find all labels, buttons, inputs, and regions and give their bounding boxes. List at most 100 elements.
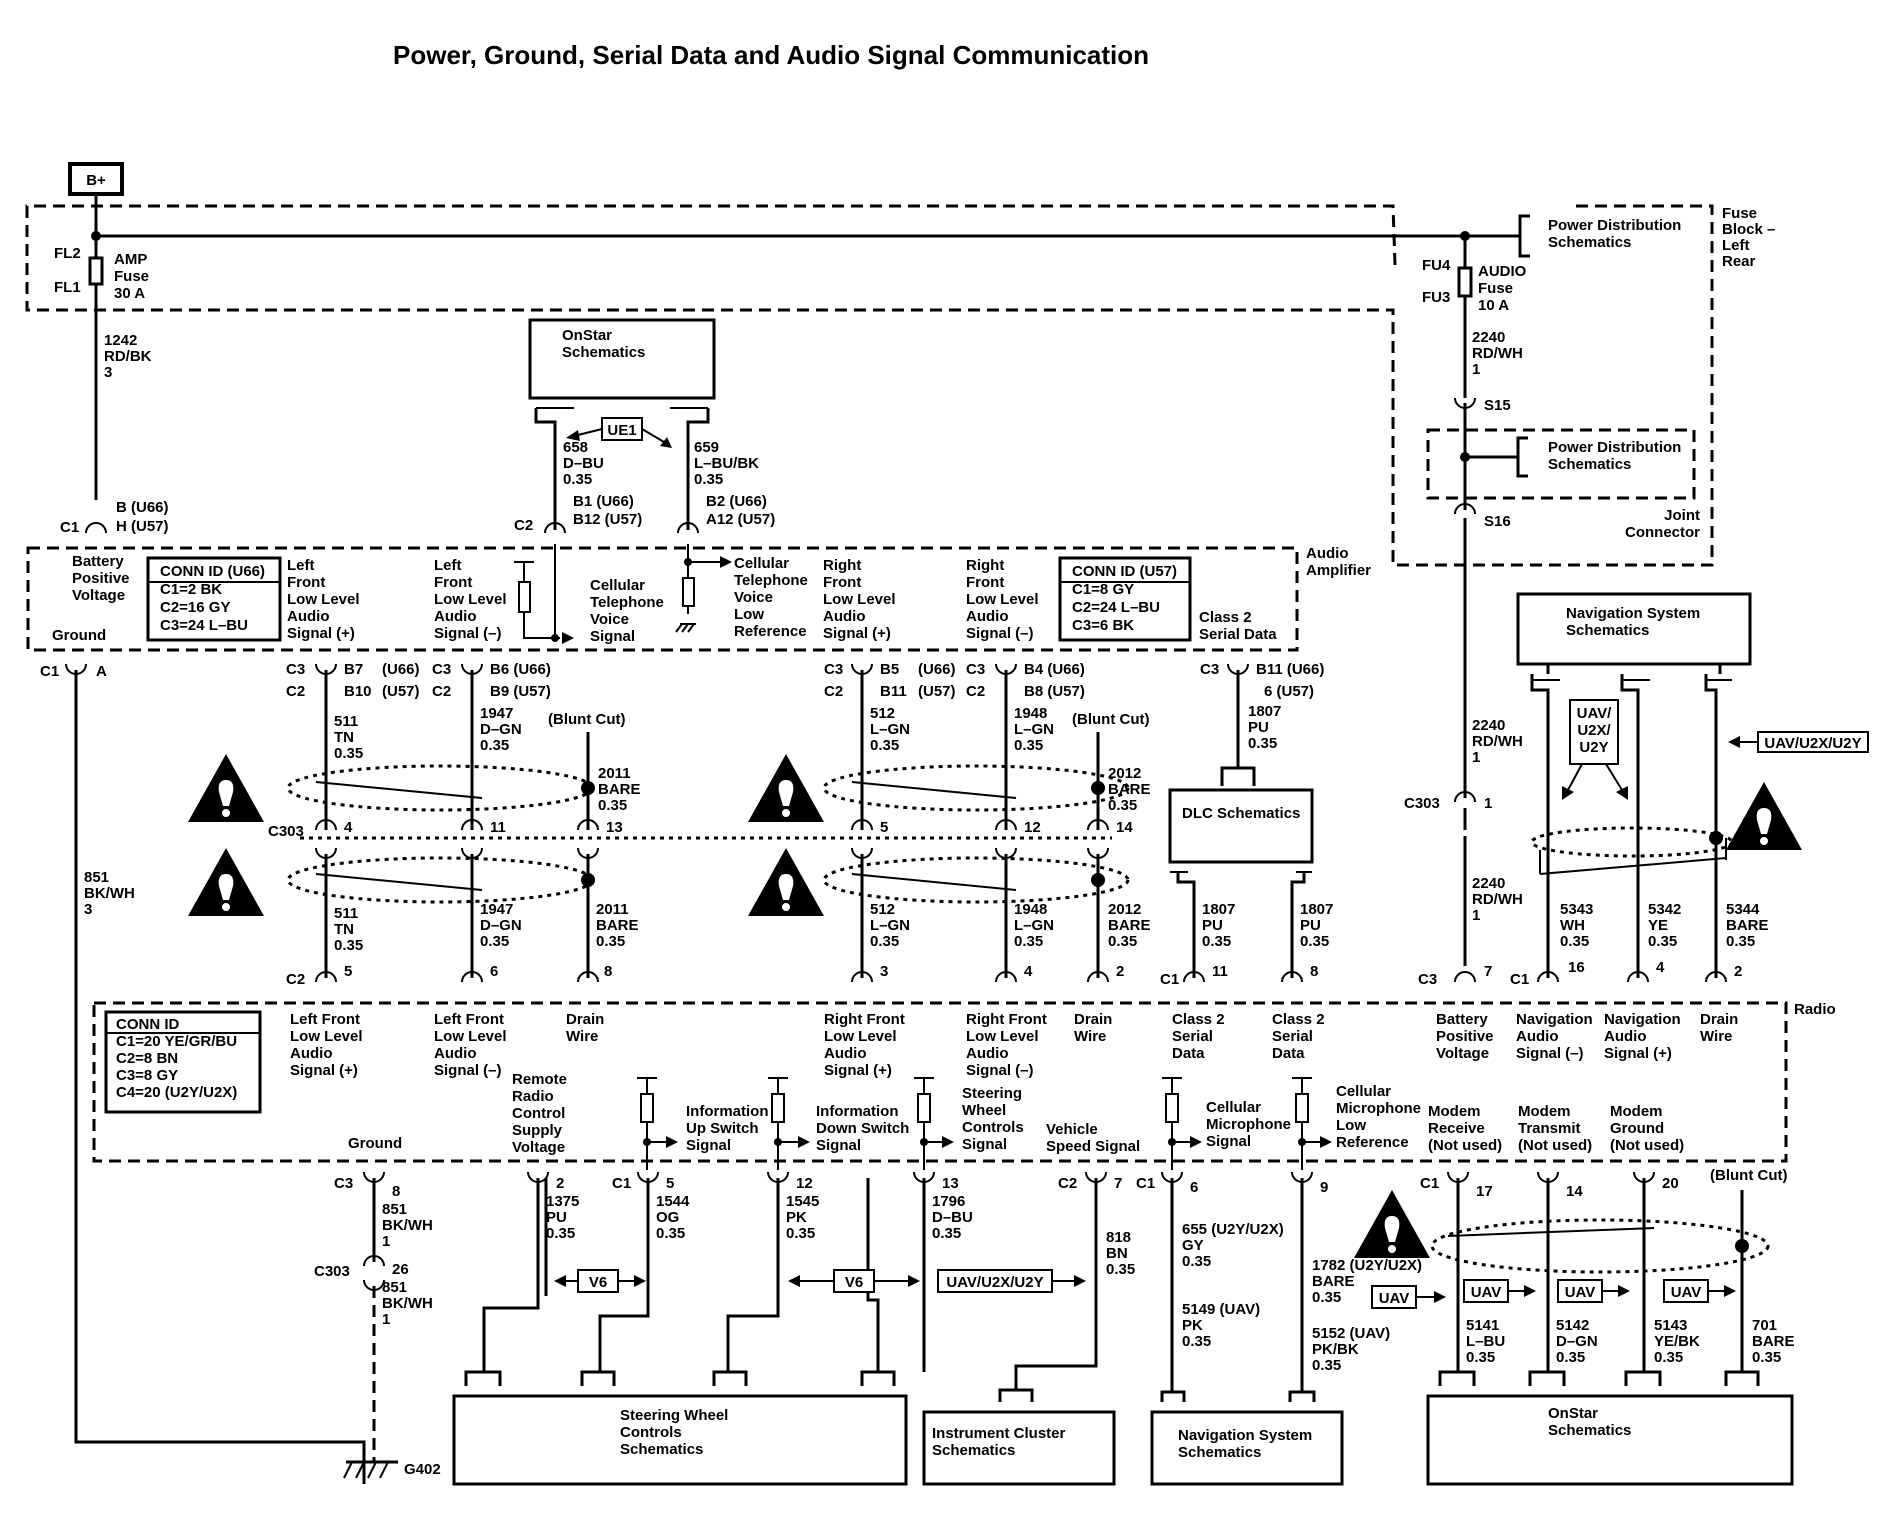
text-line: 0.35	[1556, 1349, 1585, 1366]
text-line: Cellular	[1206, 1099, 1261, 1116]
svg-text:20: 20	[1662, 1175, 1679, 1192]
text-line: C1=2 BK	[160, 581, 222, 598]
svg-text:B1 (U66): B1 (U66)	[573, 493, 634, 510]
svg-text:7: 7	[1114, 1175, 1122, 1192]
text-line: C4=20 (U2Y/U2X)	[116, 1084, 237, 1101]
text-line: Audio	[824, 1045, 867, 1062]
text-line: UAV/	[1577, 705, 1613, 722]
text-line: Control	[512, 1105, 565, 1122]
text-line: 0.35	[1752, 1349, 1781, 1366]
text-line: 1807	[1202, 901, 1235, 918]
text-line: C1=20 YE/GR/BU	[116, 1033, 237, 1050]
text-line: Fuse	[1478, 280, 1513, 297]
text-line: GY	[1182, 1237, 1204, 1254]
text-line: U2Y	[1579, 739, 1608, 756]
text-line: 0.35	[1648, 933, 1677, 950]
svg-text:4: 4	[1024, 963, 1033, 980]
svg-text:C303: C303	[314, 1263, 350, 1280]
svg-text:16: 16	[1568, 959, 1585, 976]
text-line: Right	[823, 557, 861, 574]
text-line: D–BU	[932, 1209, 973, 1226]
text-line: Left Front	[290, 1011, 360, 1028]
svg-text:B8 (U57): B8 (U57)	[1024, 683, 1085, 700]
text-line: Information	[816, 1103, 899, 1120]
text-line: BARE	[598, 781, 641, 798]
text-line: Right Front	[824, 1011, 905, 1028]
svg-text:C2: C2	[824, 683, 843, 700]
text-line: 1948	[1014, 705, 1047, 722]
text-line: Power Distribution	[1548, 217, 1681, 234]
text-line: Positive	[72, 570, 130, 587]
svg-text:B6 (U66): B6 (U66)	[490, 661, 551, 678]
text-line: Left	[434, 557, 462, 574]
text-line: Wire	[566, 1028, 598, 1045]
text-line: 5143	[1654, 1317, 1687, 1334]
svg-text:11: 11	[1212, 963, 1228, 980]
text-line: Low	[1336, 1117, 1366, 1134]
svg-text:C3: C3	[1418, 971, 1437, 988]
text-line: Signal	[590, 628, 635, 645]
text-line: 0.35	[1106, 1261, 1135, 1278]
svg-text:(U57): (U57)	[918, 683, 956, 700]
svg-text:C303: C303	[1404, 795, 1440, 812]
text-line: 2011	[598, 765, 631, 782]
text-line: PU	[1300, 917, 1321, 934]
warning-icon	[748, 754, 824, 822]
svg-text:(U66): (U66)	[918, 661, 956, 678]
ground-g402: G402	[343, 1460, 441, 1479]
text-line: 2240	[1472, 875, 1505, 892]
text-line: Steering Wheel	[620, 1407, 728, 1424]
text-line: Reference	[1336, 1134, 1409, 1151]
text-line: Audio	[966, 608, 1009, 625]
svg-text:B5: B5	[880, 661, 899, 678]
text-line: L–BU	[1466, 1333, 1505, 1350]
text-line: Amplifier	[1306, 562, 1371, 579]
svg-text:5: 5	[880, 819, 888, 836]
text-line: Signal	[1206, 1133, 1251, 1150]
text-line: C3=6 BK	[1072, 617, 1134, 634]
text-line: 1	[382, 1311, 390, 1328]
svg-text:6 (U57): 6 (U57)	[1264, 683, 1314, 700]
text-line: Microphone	[1206, 1116, 1291, 1133]
text-line: 1545	[786, 1193, 819, 1210]
text-line: Low Level	[434, 1028, 507, 1045]
text-line: RD/BK	[104, 348, 152, 365]
svg-text:Ground: Ground	[52, 627, 106, 644]
text-line: 818	[1106, 1229, 1131, 1246]
text-line: (Not used)	[1518, 1137, 1592, 1154]
text-line: 0.35	[870, 933, 899, 950]
v6-option-a: V6	[554, 1269, 646, 1293]
text-line: 0.35	[1202, 933, 1231, 950]
text-line: Reference	[734, 623, 807, 640]
text-line: BN	[1106, 1245, 1128, 1262]
text-line: PU	[546, 1209, 567, 1226]
text-line: Audio	[966, 1045, 1009, 1062]
text-line: 0.35	[1726, 933, 1755, 950]
